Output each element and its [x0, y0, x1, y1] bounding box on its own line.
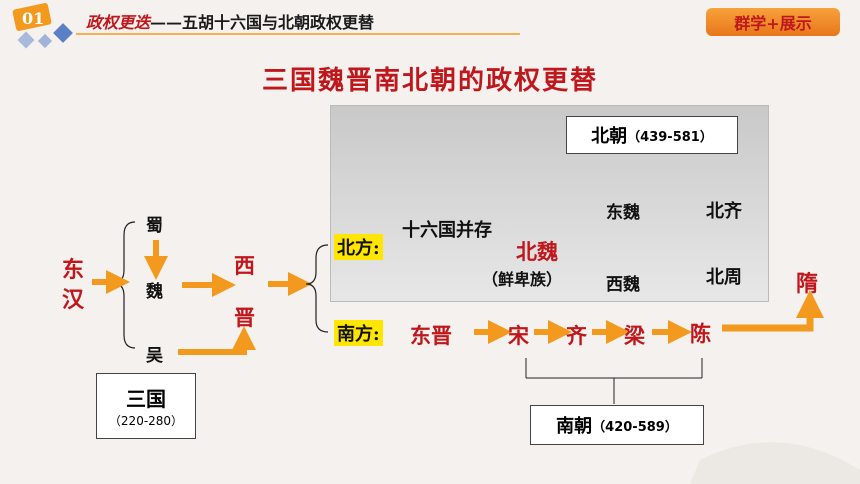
section-title-rest: ——五胡十六国与北朝政权更替	[150, 13, 375, 32]
page-title: 三国魏晋南北朝的政权更替	[261, 66, 598, 96]
north-south-brace	[305, 244, 329, 333]
node-shu: 蜀	[146, 216, 163, 236]
node-chen: 陈	[690, 321, 711, 346]
node-sui: 隋	[796, 271, 819, 297]
beichao-label: 北朝	[591, 126, 628, 147]
node-dongwei: 东魏	[606, 203, 640, 223]
node-beiqi: 北齐	[706, 201, 742, 222]
nanchao-bracket	[525, 358, 703, 404]
sanguo-box: 三国 （220-280）	[96, 373, 196, 439]
node-shiliuguo: 十六国并存	[402, 220, 492, 241]
south-label: 南方:	[334, 320, 383, 346]
sanguo-label: 三国	[126, 387, 166, 411]
activity-badge: 群学+展示	[706, 8, 840, 36]
nanchao-years: （420-589）	[592, 419, 678, 435]
nanchao-box: 南朝 （420-589）	[530, 405, 704, 445]
node-song: 宋	[508, 323, 529, 348]
node-wu: 吴	[146, 346, 163, 366]
node-xiwei: 西魏	[606, 275, 640, 295]
beichao-years: （439-581）	[627, 129, 713, 145]
node-liang: 梁	[624, 323, 645, 348]
sanguo-years: （220-280）	[108, 414, 184, 428]
north-label: 北方:	[334, 234, 383, 260]
node-xijin: 西晋	[234, 253, 255, 330]
section-title-red: 政权更迭	[86, 13, 151, 32]
node-qi: 齐	[566, 323, 587, 348]
nanchao-label: 南朝	[556, 416, 593, 437]
section-number: 01	[22, 9, 45, 28]
node-beizhou: 北周	[706, 267, 742, 288]
node-xianbei: （鲜卑族）	[482, 270, 563, 289]
node-beiwei: 北魏	[516, 239, 558, 264]
node-dongjin: 东晋	[410, 323, 452, 348]
node-wei: 魏	[146, 282, 163, 302]
node-donghan: 东汉	[62, 257, 85, 313]
beichao-box: 北朝 （439-581）	[566, 116, 738, 154]
section-title: 政权更迭——五胡十六国与北朝政权更替	[86, 9, 374, 33]
